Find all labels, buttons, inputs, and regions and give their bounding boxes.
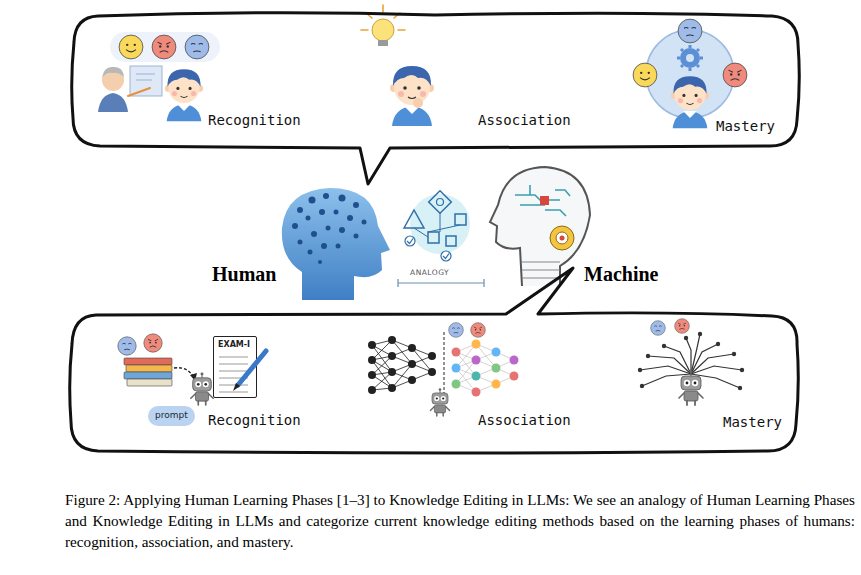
side-label: Human: [212, 263, 276, 285]
bubble-border: [70, 268, 799, 453]
icon-caption: ANALOGY: [410, 268, 449, 277]
bubble-outline: [68, 312, 800, 454]
paper-rule: [219, 385, 248, 386]
paper-heading: EXAM-I: [218, 340, 250, 350]
pill-text: prompt: [155, 410, 188, 421]
speech-bubble: Recognition Association Mastery EXAM-I promp…: [68, 312, 800, 454]
recognition-human-art: [98, 32, 220, 121]
bubble-outline: [70, 12, 800, 150]
recognition-machine-art: [118, 334, 213, 405]
mastery-human-art: [633, 19, 747, 128]
phase-label: Recognition: [208, 412, 301, 429]
machine-head: [490, 167, 590, 286]
exam-paper: EXAM-I: [213, 336, 257, 398]
speech-bubble: Recognition Association Mastery: [70, 12, 800, 150]
analogy-icon: [398, 191, 484, 287]
pen: [238, 351, 266, 385]
association-machine-art: [368, 323, 519, 416]
phase-label: Mastery: [723, 414, 782, 431]
paper-rule: [219, 364, 248, 365]
mastery-machine-art: [638, 319, 744, 405]
pen-tip: [233, 383, 240, 391]
phase-label: Recognition: [208, 112, 301, 129]
paper-rule: [219, 371, 248, 372]
side-label: Machine: [584, 263, 658, 285]
paper-rule: [219, 357, 248, 358]
association-human-art: [361, 5, 434, 126]
figure-caption: Figure 2: Applying Human Learning Phases…: [65, 489, 855, 552]
human-head: [282, 188, 390, 300]
phase-label: Association: [478, 112, 571, 129]
bubble-border: [72, 13, 800, 184]
phase-label: Association: [478, 412, 571, 429]
phase-label: Mastery: [716, 118, 775, 135]
paper-rule: [219, 392, 248, 393]
prompt-pill: prompt: [148, 406, 195, 426]
